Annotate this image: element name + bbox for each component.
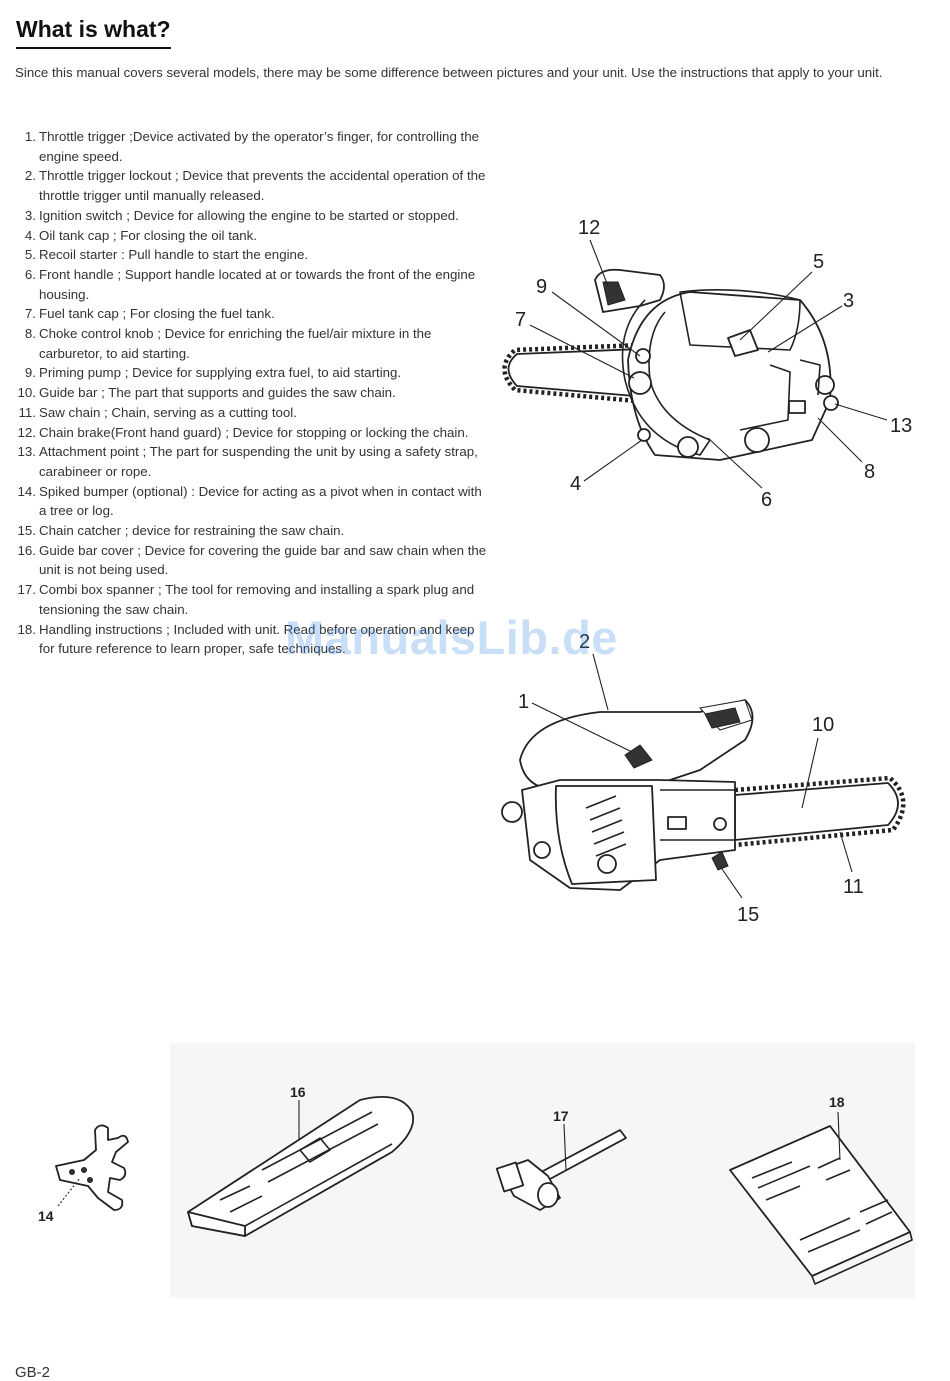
part-number: 1. xyxy=(24,129,36,144)
label-1: 1 xyxy=(518,691,529,713)
part-item: 9.Priming pump ; Device for supplying ex… xyxy=(15,363,490,383)
label-18: 18 xyxy=(829,1094,845,1110)
label-7: 7 xyxy=(515,309,526,331)
part-description: Throttle trigger ;Device activated by th… xyxy=(39,129,480,164)
label-4: 4 xyxy=(570,473,581,495)
part-description: Ignition switch ; Device for allowing th… xyxy=(39,207,459,223)
part-description: Chain brake(Front hand guard) ; Device f… xyxy=(39,424,469,440)
part-number: 5. xyxy=(24,247,36,263)
label-14: 14 xyxy=(38,1208,54,1224)
part-number: 7. xyxy=(24,306,36,322)
label-11: 11 xyxy=(843,876,864,898)
part-item: 6.Front handle ; Support handle located … xyxy=(15,265,490,304)
label-8: 8 xyxy=(864,461,875,483)
label-17: 17 xyxy=(553,1108,569,1124)
part-description: Oil tank cap ; For closing the oil tank. xyxy=(39,227,258,243)
label-2: 2 xyxy=(579,631,590,653)
part-item: 1.Throttle trigger ;Device activated by … xyxy=(15,127,490,166)
part-item: 18.Handling instructions ; Included with… xyxy=(15,620,490,659)
part-number: 15. xyxy=(17,523,37,539)
part-description: Guide bar cover ; Device for covering th… xyxy=(39,542,487,578)
intro-paragraph: Since this manual covers several models,… xyxy=(15,65,883,80)
guide-bar-cover-drawing xyxy=(187,1096,414,1237)
part-number: 13. xyxy=(17,444,37,460)
combi-spanner-drawing xyxy=(495,1129,627,1211)
label-16: 16 xyxy=(290,1084,306,1100)
part-number: 8. xyxy=(24,326,36,342)
part-item: 3.Ignition switch ; Device for allowing … xyxy=(15,206,490,226)
part-description: Spiked bumper (optional) : Device for ac… xyxy=(39,483,482,519)
part-item: 5.Recoil starter : Pull handle to start … xyxy=(15,245,490,265)
part-description: Choke control knob ; Device for enrichin… xyxy=(39,326,432,361)
label-10: 10 xyxy=(812,714,834,736)
part-number: 16. xyxy=(17,542,37,558)
part-item: 17.Combi box spanner ; The tool for remo… xyxy=(15,580,490,619)
part-description: Saw chain ; Chain, serving as a cutting … xyxy=(39,404,297,420)
part-number: 4. xyxy=(24,227,36,243)
parts-list: 1.Throttle trigger ;Device activated by … xyxy=(15,127,490,659)
part-number: 17. xyxy=(17,582,37,598)
part-description: Handling instructions ; Included with un… xyxy=(39,621,475,657)
part-number: 14. xyxy=(17,483,37,499)
part-description: Chain catcher ; device for restraining t… xyxy=(39,523,345,539)
chainsaw-top-drawing xyxy=(502,268,839,461)
part-description: Front handle ; Support handle located at… xyxy=(39,266,476,302)
part-item: 14.Spiked bumper (optional) : Device for… xyxy=(15,482,490,521)
part-item: 12.Chain brake(Front hand guard) ; Devic… xyxy=(15,423,490,443)
part-item: 13.Attachment point ; The part for suspe… xyxy=(15,442,490,481)
part-item: 11.Saw chain ; Chain, serving as a cutti… xyxy=(15,403,490,423)
part-number: 11. xyxy=(18,404,37,420)
part-number: 10. xyxy=(17,385,37,401)
part-description: Fuel tank cap ; For closing the fuel tan… xyxy=(39,306,275,322)
label-12: 12 xyxy=(578,217,600,239)
part-item: 4.Oil tank cap ; For closing the oil tan… xyxy=(15,226,490,246)
part-number: 9. xyxy=(24,365,36,381)
engine-vents xyxy=(585,795,627,857)
part-item: 15.Chain catcher ; device for restrainin… xyxy=(15,521,490,541)
part-number: 3. xyxy=(24,207,36,223)
watermark: ManualsLib.de xyxy=(285,611,618,664)
label-13: 13 xyxy=(890,415,912,437)
part-description: Throttle trigger lockout ; Device that p… xyxy=(39,168,486,204)
chainsaw-side-drawing xyxy=(501,699,906,891)
label-9: 9 xyxy=(536,276,547,298)
label-3: 3 xyxy=(843,290,854,312)
label-6: 6 xyxy=(761,489,772,511)
page-number: GB-2 xyxy=(15,1364,51,1381)
part-item: 10.Guide bar ; The part that supports an… xyxy=(15,383,490,403)
page-title: What is what? xyxy=(16,14,171,49)
part-description: Guide bar ; The part that supports and g… xyxy=(39,385,396,401)
part-item: 16.Guide bar cover ; Device for covering… xyxy=(15,541,490,580)
part-description: Priming pump ; Device for supplying extr… xyxy=(39,365,402,381)
part-description: Attachment point ; The part for suspendi… xyxy=(39,444,478,479)
part-description: Combi box spanner ; The tool for removin… xyxy=(39,582,475,617)
instruction-booklet-drawing xyxy=(729,1125,913,1285)
part-item: 2.Throttle trigger lockout ; Device that… xyxy=(15,166,490,205)
part-item: 8.Choke control knob ; Device for enrich… xyxy=(15,324,490,363)
part-number: 2. xyxy=(24,168,36,184)
part-number: 6. xyxy=(24,266,36,282)
part-number: 18. xyxy=(17,621,37,637)
part-number: 12. xyxy=(17,424,37,440)
part-description: Recoil starter : Pull handle to start th… xyxy=(39,247,309,263)
label-5: 5 xyxy=(813,251,824,273)
spiked-bumper-drawing xyxy=(55,1124,129,1211)
label-15: 15 xyxy=(737,904,759,926)
part-item: 7.Fuel tank cap ; For closing the fuel t… xyxy=(15,304,490,324)
